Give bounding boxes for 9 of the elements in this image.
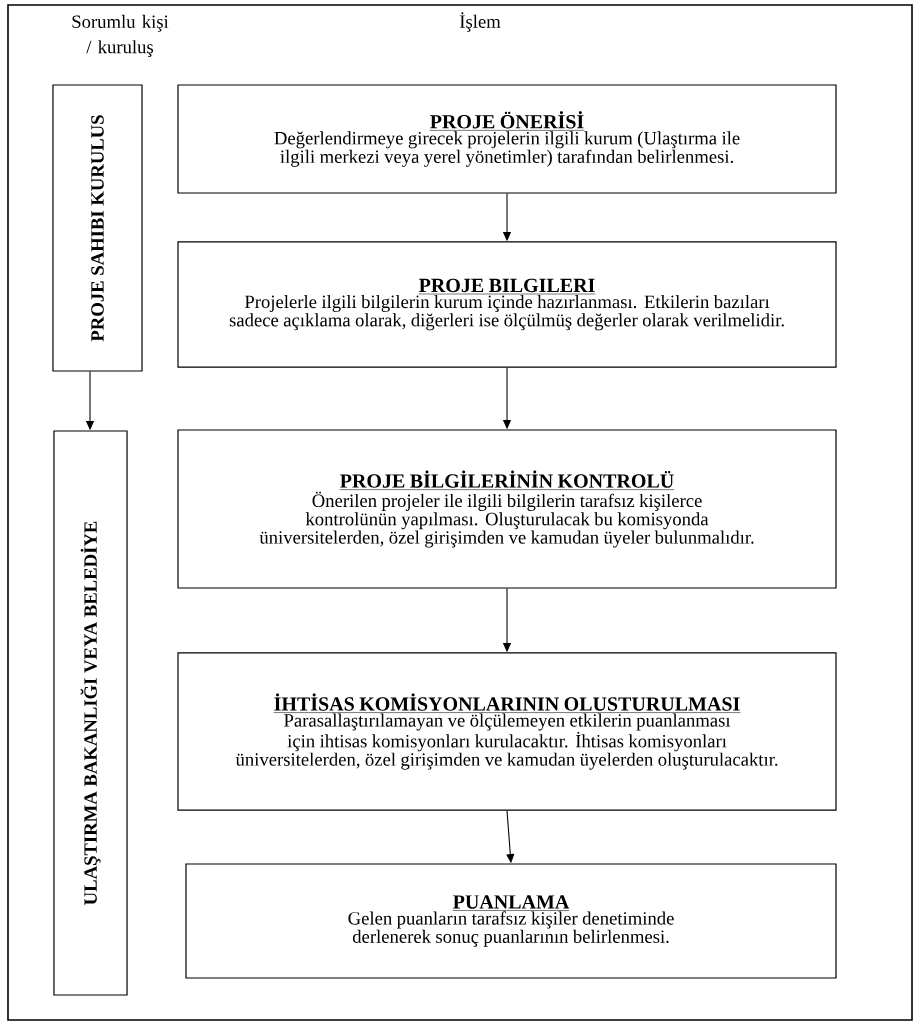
responsible-box: ULAŞTIRMA BAKANLIĞI VEYA BELEDİYE bbox=[53, 430, 128, 996]
column-heading: Sorumlu kişi / kuruluş bbox=[72, 14, 169, 58]
process-box: İHTİSAS KOMİSYONLARININ OLUSTURULMASI Parasallaştırılamayan ve ölçülemeyen etkilerin puanlanması için ihtisas komisyonları kurulacaktır. İhtisas komisyonları üniversitelerden, özel girişimden ve kamudan üyelerden oluşturulacaktır. bbox=[177, 652, 837, 811]
process-box: PROJE BİLGİLERİNİN KONTROLÜ Önerilen projeler ile ilgili bilgilerin tarafsız kişilerce kontrolünün yapılması. Oluşturulacak bu komisyonda üniversitelerden, özel girişimden ve kamudan üyeler bulunmalıdır. bbox=[177, 429, 837, 589]
responsible-box: PROJE SAHIBI KURULUS bbox=[52, 84, 143, 372]
column-heading: İşlem bbox=[459, 12, 501, 32]
process-box: PUANLAMA Gelen puanların tarafsız kişiler denetiminde derlenerek sonuç puanlarının belirlenmesi. bbox=[185, 863, 837, 979]
process-box: PROJE BILGILERI Projelerle ilgili bilgilerin kurum içinde hazırlanması. Etkilerin bazıları sadece açıklama olarak, diğerleri ise ölçülmüş değerler olarak verilmelidir. bbox=[177, 241, 837, 368]
process-box: PROJE ÖNERİSİ Değerlendirmeye girecek projelerin ilgili kurum (Ulaştırma ile ilgili merkezi veya yerel yönetimler) tarafından belirlenmesi. bbox=[177, 84, 837, 194]
